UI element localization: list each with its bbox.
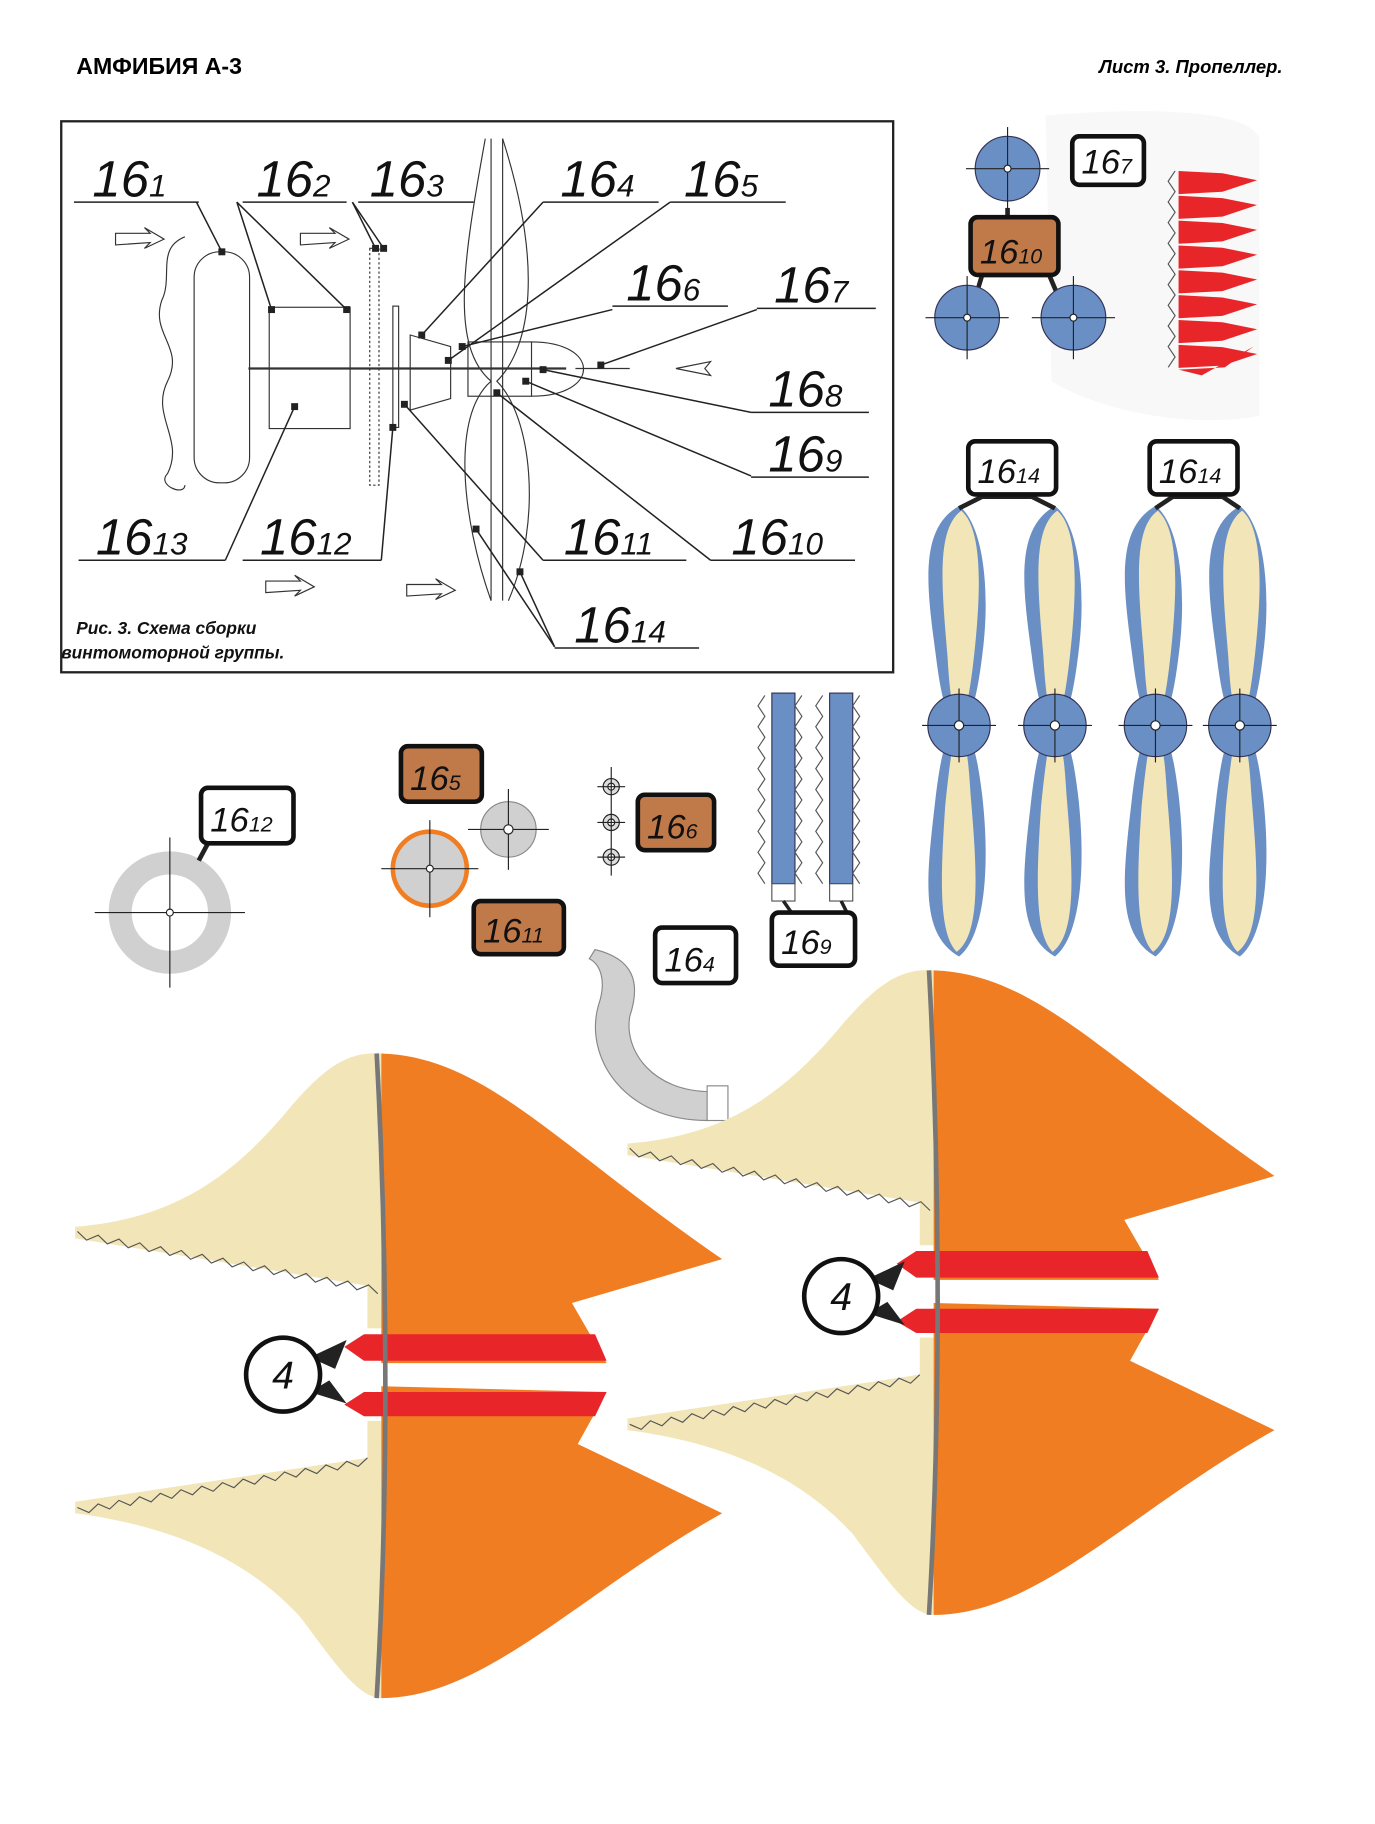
label-16-12: 1612 — [198, 785, 296, 846]
label-16-14-left: 1614 — [965, 438, 1059, 497]
diagram-label-7: 167 — [774, 257, 850, 314]
label-16-5: 165 — [398, 743, 485, 804]
figure-caption-line2: винтомоторной группы. — [61, 642, 284, 662]
label-16-11: 1611 — [471, 898, 567, 957]
diagram-label-10: 1613 — [96, 508, 188, 565]
fin-part-right — [627, 970, 1274, 1615]
diagram-label-12: 1611 — [564, 508, 653, 565]
lbl-p14b-text: 1614 — [1159, 453, 1221, 491]
lbl-p7-text: 167 — [1082, 143, 1134, 181]
fin-right-number: 4 — [830, 1275, 852, 1319]
diagram-label-4: 164 — [560, 150, 634, 207]
fin-right-callout: 4 — [801, 1256, 905, 1336]
assembly-diagram: 161 162 163 164 165 166 167 168 169 1613 1612 1611 1… — [60, 120, 895, 674]
fin-left-number: 4 — [272, 1354, 294, 1398]
part-16-10-disks — [925, 127, 1116, 360]
label-16-4: 164 — [652, 925, 739, 986]
lbl-p11-text: 1611 — [483, 913, 544, 951]
lbl-p4-text: 164 — [664, 941, 715, 979]
label-16-14-right: 1614 — [1147, 438, 1240, 497]
airflow-arrows — [114, 227, 713, 601]
part-16-14-propellers — [921, 494, 1278, 958]
figure-caption-line1: Рис. 3. Схема сборки — [76, 618, 256, 638]
label-16-9: 169 — [769, 910, 858, 969]
diagram-label-9: 169 — [768, 425, 842, 482]
diagram-label-2: 162 — [257, 150, 332, 207]
sheet-title: Лист 3. Пропеллер. — [1097, 56, 1282, 77]
diagram-label-6: 166 — [626, 254, 701, 311]
diagram-label-13: 1610 — [731, 508, 823, 565]
lbl-p12-text: 1612 — [210, 802, 272, 840]
lbl-p5-text: 165 — [410, 760, 461, 798]
fin-left-callout: 4 — [243, 1335, 347, 1414]
part-16-12-ring — [94, 837, 245, 988]
lbl-p6-text: 166 — [647, 809, 698, 847]
engine-radiator — [193, 251, 251, 484]
part-16-9-strips — [757, 692, 861, 915]
lbl-p9-text: 169 — [781, 924, 832, 962]
lbl-p14a-text: 1614 — [978, 453, 1040, 491]
label-16-10: 1610 — [968, 214, 1061, 278]
part-16-7-teeth — [1167, 170, 1258, 376]
part-16-6-washers — [597, 767, 626, 876]
diagram-label-11: 1612 — [260, 508, 352, 565]
diagram-label-5: 165 — [684, 150, 759, 207]
diagram-label-14: 1614 — [574, 596, 666, 653]
fin-part-left — [75, 1053, 722, 1698]
page-title: АМФИБИЯ А-3 — [76, 53, 242, 79]
lbl-p10-text: 1610 — [980, 233, 1042, 271]
diagram-label-3: 163 — [370, 150, 445, 207]
diagram-label-8: 168 — [768, 361, 843, 418]
label-16-6: 166 — [635, 792, 717, 853]
label-16-7: 167 — [1069, 133, 1147, 188]
part-16-4-arc — [588, 948, 729, 1122]
engine-cylinders — [158, 236, 186, 491]
part-16-5-disk — [467, 788, 549, 870]
diagram-label-1: 161 — [92, 150, 166, 207]
part-16-11-ring — [381, 820, 479, 918]
